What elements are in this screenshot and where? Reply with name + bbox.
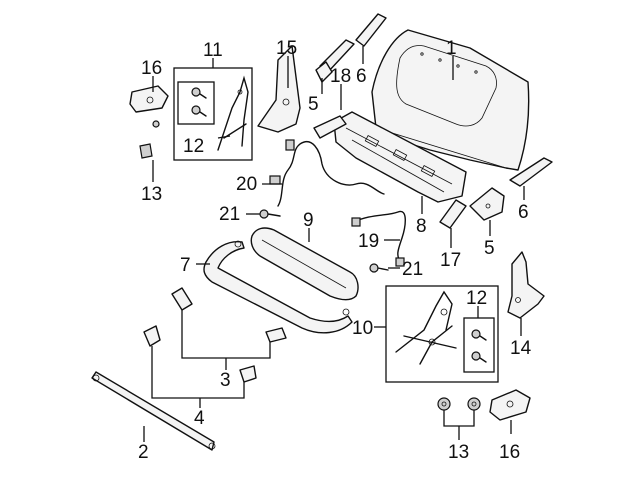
callout-2: 2 <box>138 442 149 463</box>
callout-17: 17 <box>440 250 461 271</box>
part-1-top-rear-window <box>371 29 530 171</box>
callout-8: 8 <box>416 216 427 237</box>
part-18-bracket <box>313 115 347 139</box>
callout-1: 1 <box>446 38 457 59</box>
part-3-clip-left <box>143 325 161 347</box>
callout-14: 14 <box>510 338 532 359</box>
part-10-linkage-mechanism <box>395 290 457 365</box>
part-13-nut-upper <box>139 120 160 159</box>
callout-19: 19 <box>358 231 379 252</box>
part-3-clip-lower <box>239 365 257 383</box>
part-12-bolts-right <box>471 329 487 363</box>
callout-5-top: 5 <box>308 94 319 115</box>
leader-lines <box>143 46 525 442</box>
callout-5-right: 5 <box>484 238 495 259</box>
part-16-motor-upper <box>129 85 169 113</box>
part-11-hinge-assembly <box>217 75 249 151</box>
part-15-side-trim <box>257 45 301 133</box>
part-20-wiring-harness <box>269 139 385 207</box>
callout-13-bottom: 13 <box>448 442 469 463</box>
part-10-kit-box <box>385 285 499 383</box>
part-2-weatherstrip-seal <box>91 371 216 451</box>
callout-16-bottom: 16 <box>499 442 520 463</box>
part-19-harness <box>351 210 406 267</box>
part-12-bolts-left <box>191 87 207 117</box>
callout-21-right: 21 <box>402 259 423 280</box>
callout-21-left: 21 <box>219 204 240 225</box>
part-21-bolt-left <box>259 209 281 219</box>
part-7-trim-moulding <box>203 240 353 334</box>
callout-9: 9 <box>303 210 314 231</box>
part-9-tonneau-panel <box>250 227 359 301</box>
callout-18: 18 <box>330 66 351 87</box>
part-5-lower-bracket <box>469 187 505 221</box>
callout-20: 20 <box>236 174 257 195</box>
part-5-upper-bracket <box>315 61 333 83</box>
callout-11: 11 <box>203 40 223 61</box>
part-3-clip-upper <box>171 287 193 311</box>
callout-12-right: 12 <box>466 288 487 309</box>
callout-16-top: 16 <box>141 58 162 79</box>
part-6-weatherstrip-upper <box>319 13 387 73</box>
part-14-quarter-trim <box>507 251 545 319</box>
part-3-clip-right <box>265 327 287 343</box>
part-13-nuts-lower <box>437 397 481 411</box>
callout-15: 15 <box>276 38 297 59</box>
callout-6-top: 6 <box>356 66 367 87</box>
callout-12-top: 12 <box>183 136 204 157</box>
callout-13-top: 13 <box>141 184 162 205</box>
part-8-rear-bow-frame <box>333 111 467 203</box>
part-16-motor-lower <box>489 389 531 421</box>
callout-6-right: 6 <box>518 202 529 223</box>
part-6-weatherstrip-lower <box>509 157 553 187</box>
part-12-bolts-box-left <box>177 81 215 125</box>
part-17-bracket <box>439 199 467 229</box>
part-21-bolt-right <box>369 263 389 273</box>
callout-3: 3 <box>220 370 231 391</box>
callout-10: 10 <box>352 318 373 339</box>
part-12-bolts-box-right <box>463 317 495 373</box>
callout-7: 7 <box>180 255 191 276</box>
callout-4: 4 <box>194 408 205 429</box>
